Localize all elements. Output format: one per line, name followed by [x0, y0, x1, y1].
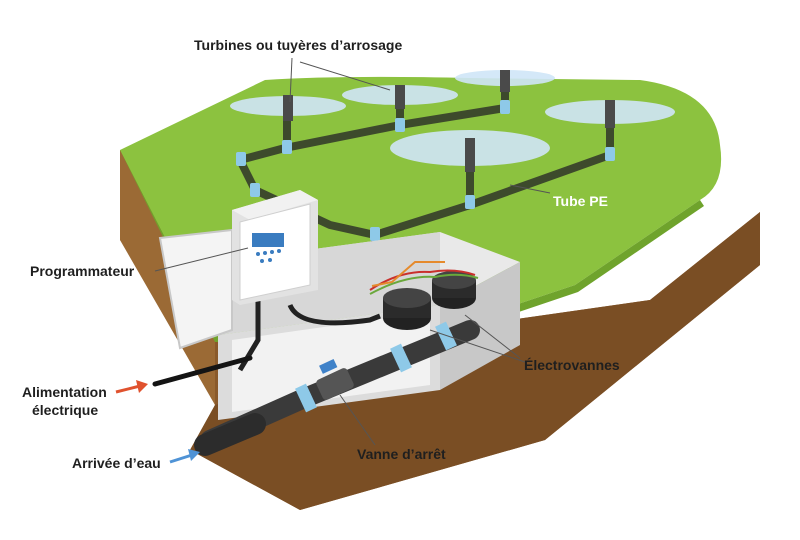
- controller-display: [252, 233, 284, 247]
- sprinkler-1-icon: [230, 95, 346, 121]
- sprinklers: [230, 70, 675, 172]
- turbines-label: Turbines ou tuyères d’arrosage: [194, 37, 403, 53]
- arrivee-label: Arrivée d’eau: [72, 455, 161, 471]
- alimentation-label-line1: Alimentation: [22, 384, 107, 400]
- tube-pe-label: Tube PE: [553, 193, 608, 209]
- sprinkler-2-icon: [342, 85, 458, 109]
- water-arrow-icon: [169, 449, 200, 464]
- alimentation-label-line2: électrique: [32, 402, 99, 418]
- solenoid-valves: [369, 261, 479, 330]
- sprinkler-4-icon: [545, 100, 675, 128]
- power-arrow-icon: [115, 380, 148, 394]
- shutoff-valve-icon: [316, 358, 354, 400]
- controller: [158, 190, 381, 372]
- vanne-label: Vanne d’arrêt: [357, 446, 446, 462]
- lawn-edge: [120, 150, 704, 342]
- sprinkler-3-icon: [455, 70, 555, 92]
- pipe-joints: [236, 100, 615, 241]
- sprinkler-5-icon: [390, 130, 550, 172]
- solenoid-valve-1-icon: [383, 288, 431, 330]
- controller-buttons: [256, 249, 281, 263]
- callout-lines: [154, 57, 551, 446]
- power-cable: [152, 355, 253, 387]
- programmateur-label: Programmateur: [30, 263, 135, 279]
- electrovannes-label: Électrovannes: [524, 357, 620, 373]
- box-pipes: [194, 320, 480, 456]
